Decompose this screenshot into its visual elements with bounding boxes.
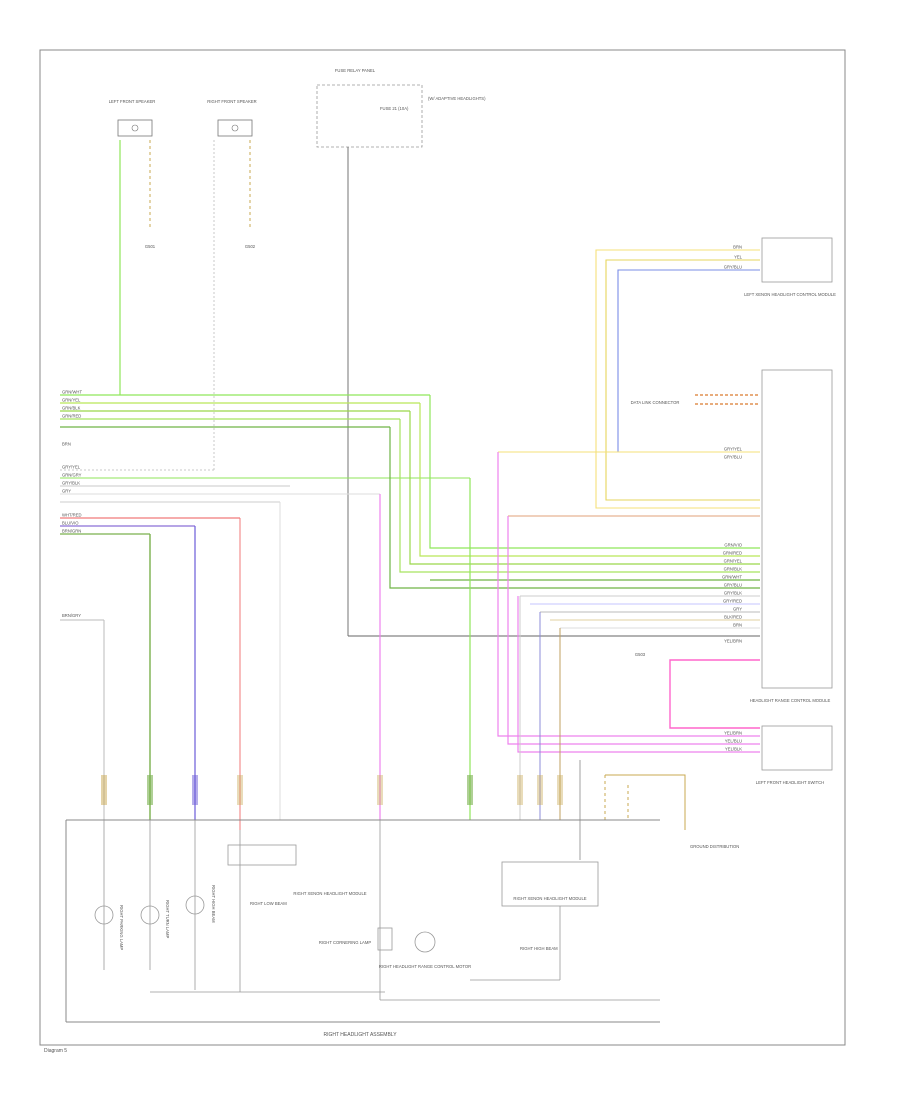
wire-label: BRN [733, 623, 742, 628]
left-bus-labels: GRN/WHT GRN/YEL GRN/BLK GRN/RED BRN GRY/YEL GR… [62, 390, 82, 534]
right-front-speaker-label: RIGHT FRONT SPEAKER [207, 99, 256, 104]
wire-label: GRY/BLU [724, 583, 742, 588]
corner-label: Diagram 5 [44, 1048, 67, 1054]
wire-label: GRY/RED [723, 599, 742, 604]
mid-right-labels: GRY/YEL GRY/BLU GRN/VIO GRN/RED GRN/YEL GRN/B… [722, 447, 743, 644]
right-connector-top: LEFT XENON HEADLIGHT CONTROL MODULE [744, 237, 836, 297]
turn-lamp-label: RIGHT TURN LAMP [165, 900, 170, 938]
diagram-border [39, 49, 846, 1046]
wire-label: GRN/WHT [62, 390, 82, 395]
assembly-connector-pins [101, 775, 563, 805]
right-connector-mid: HEADLIGHT RANGE CONTROL MODULE [750, 369, 833, 703]
fuse-note: (W/ ADAPTIVE HEADLIGHTS) [428, 96, 486, 101]
wire-label: GRN/RED [723, 551, 742, 556]
right-connector-top-label: LEFT XENON HEADLIGHT CONTROL MODULE [744, 292, 836, 297]
wire-label: GRY/BLK [62, 481, 80, 486]
wire-label: GRN/YEL [724, 559, 743, 564]
fuse-label: FUSE 21 (10A) [380, 106, 409, 111]
wire-label: GRY/BLU [724, 455, 742, 460]
wire-label: GRY/YEL [62, 465, 81, 470]
right-headlight-assembly: RIGHT HEADLIGHT ASSEMBLY RIGHT PARKING L… [65, 819, 660, 1038]
wire-label: WHT/RED [62, 513, 82, 518]
assembly-label: RIGHT HEADLIGHT ASSEMBLY [323, 1032, 397, 1038]
wire-label: GRY [733, 607, 742, 612]
left-standalone-label: BRN/GRY [62, 613, 81, 618]
wire-label: BRN [733, 245, 742, 250]
left-front-speaker-label: LEFT FRONT SPEAKER [109, 99, 156, 104]
wire-label: YEL/BRN [724, 639, 742, 644]
wire-label: GRN/BLK [62, 406, 81, 411]
wire-label: GRY/BLU [724, 265, 742, 270]
bottom-right-labels: YEL/BRN YEL/BLU YEL/BLK [724, 731, 742, 752]
wire-label: BLU/VIO [62, 521, 79, 526]
wire-label: GRN/RED [62, 414, 81, 419]
fuse-relay-label: FUSE RELAY PANEL [335, 68, 376, 73]
cornering-lamp-bulb [414, 931, 436, 953]
wire-label: YEL/BRN [724, 731, 742, 736]
right-connector-mid-label: HEADLIGHT RANGE CONTROL MODULE [750, 698, 831, 703]
headlight-motor-label: RIGHT HEADLIGHT RANGE CONTROL MOTOR [379, 964, 471, 969]
left-front-speaker: LEFT FRONT SPEAKER [109, 99, 156, 137]
xenon-module-box-label: RIGHT XENON HEADLIGHT MODULE [513, 896, 586, 901]
ground-left-label: G501 [145, 244, 156, 249]
wire-label: GRN/YEL [62, 398, 81, 403]
high-beam-bulb [185, 895, 205, 915]
high-beam-label: RIGHT HIGH BEAM [211, 885, 216, 923]
fuse-relay-panel: FUSE RELAY PANEL FUSE 21 (10A) (W/ ADAPT… [316, 68, 486, 148]
parking-lamp-bulb [94, 905, 114, 925]
top-right-labels: BRN YEL GRY/BLU [724, 245, 743, 270]
wire-label: YEL/BLU [725, 739, 742, 744]
wire-label: YEL/BLK [725, 747, 742, 752]
wire-label: GRY [62, 489, 71, 494]
ground-right-label: G503 [635, 652, 646, 657]
low-beam-label: RIGHT LOW BEAM [250, 901, 287, 906]
data-link-label: DATA LINK CONNECTOR [631, 400, 680, 405]
wire-label: BLK/RED [724, 615, 742, 620]
wire-label: GRN/VIO [724, 543, 742, 548]
right-front-speaker: RIGHT FRONT SPEAKER [207, 99, 257, 137]
wire-label: GRY/BLK [724, 591, 742, 596]
wire-label: YEL [734, 255, 743, 260]
range-switch-label: RIGHT HIGH BEAM [520, 946, 558, 951]
xenon-module-label: RIGHT XENON HEADLIGHT MODULE [293, 891, 366, 896]
wire-label: GRY/YEL [724, 447, 743, 452]
turn-lamp-bulb [140, 905, 160, 925]
right-ground-bottom-label: GROUND DISTRIBUTION [690, 844, 739, 849]
parking-lamp-label: RIGHT PARKING LAMP [119, 905, 124, 950]
wire-label: BRN [62, 442, 71, 447]
ground-mid-label: G502 [245, 244, 256, 249]
right-connector-bottom-label: LEFT FRONT HEADLIGHT SWITCH [756, 780, 824, 785]
right-connector-bottom: LEFT FRONT HEADLIGHT SWITCH [756, 725, 833, 785]
wire-label: GRN/BLK [724, 567, 743, 572]
cornering-lamp-label: RIGHT CORNERING LAMP [319, 940, 371, 945]
wire-label: GRN/GRY [62, 473, 82, 478]
wire-label: GRN/WHT [722, 575, 742, 580]
wire-label: BRN/GRN [62, 529, 81, 534]
